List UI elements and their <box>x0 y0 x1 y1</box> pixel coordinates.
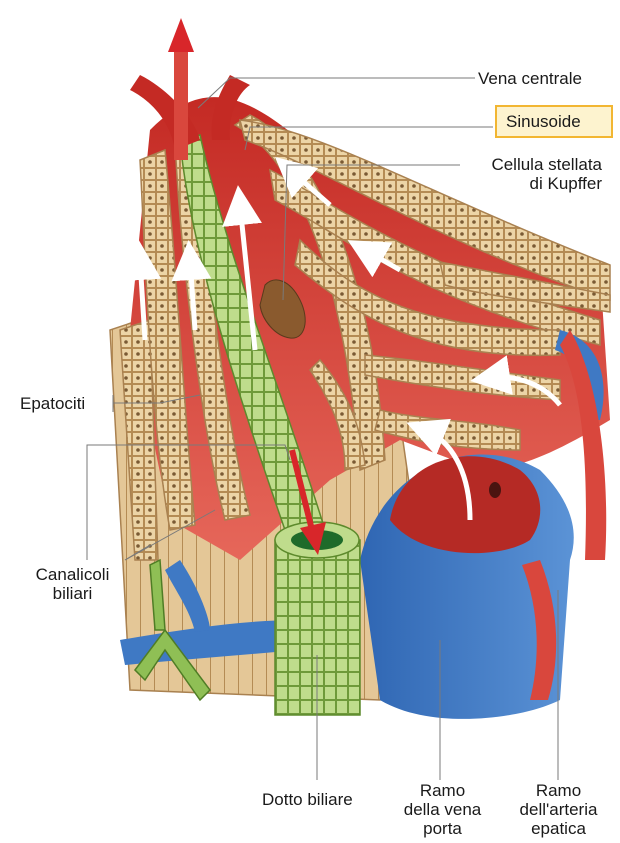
label-ramo-vena-line1: Ramo <box>395 781 490 800</box>
label-ramo-arteria-line2: dell'arteria <box>506 800 611 819</box>
label-ramo-arteria-line3: epatica <box>506 819 611 838</box>
label-sinusoide: Sinusoide <box>495 105 613 138</box>
label-ramo-arteria-epatica: Ramo dell'arteria epatica <box>506 781 611 838</box>
label-vena-centrale: Vena centrale <box>478 69 582 88</box>
label-epatociti: Epatociti <box>20 394 85 413</box>
label-ramo-vena-line3: porta <box>395 819 490 838</box>
label-ramo-arteria-line1: Ramo <box>506 781 611 800</box>
label-canalicoli-biliari: Canalicoli biliari <box>20 565 125 603</box>
label-ramo-vena-porta: Ramo della vena porta <box>395 781 490 838</box>
label-canalicoli-line1: Canalicoli <box>20 565 125 584</box>
label-cellula-stellata-line2: di Kupffer <box>462 174 602 193</box>
label-dotto-biliare: Dotto biliare <box>262 790 353 809</box>
label-cellula-stellata: Cellula stellata di Kupffer <box>462 155 602 193</box>
label-cellula-stellata-line1: Cellula stellata <box>462 155 602 174</box>
vein-lumen <box>390 456 540 553</box>
label-ramo-vena-line2: della vena <box>395 800 490 819</box>
label-canalicoli-line2: biliari <box>20 584 125 603</box>
